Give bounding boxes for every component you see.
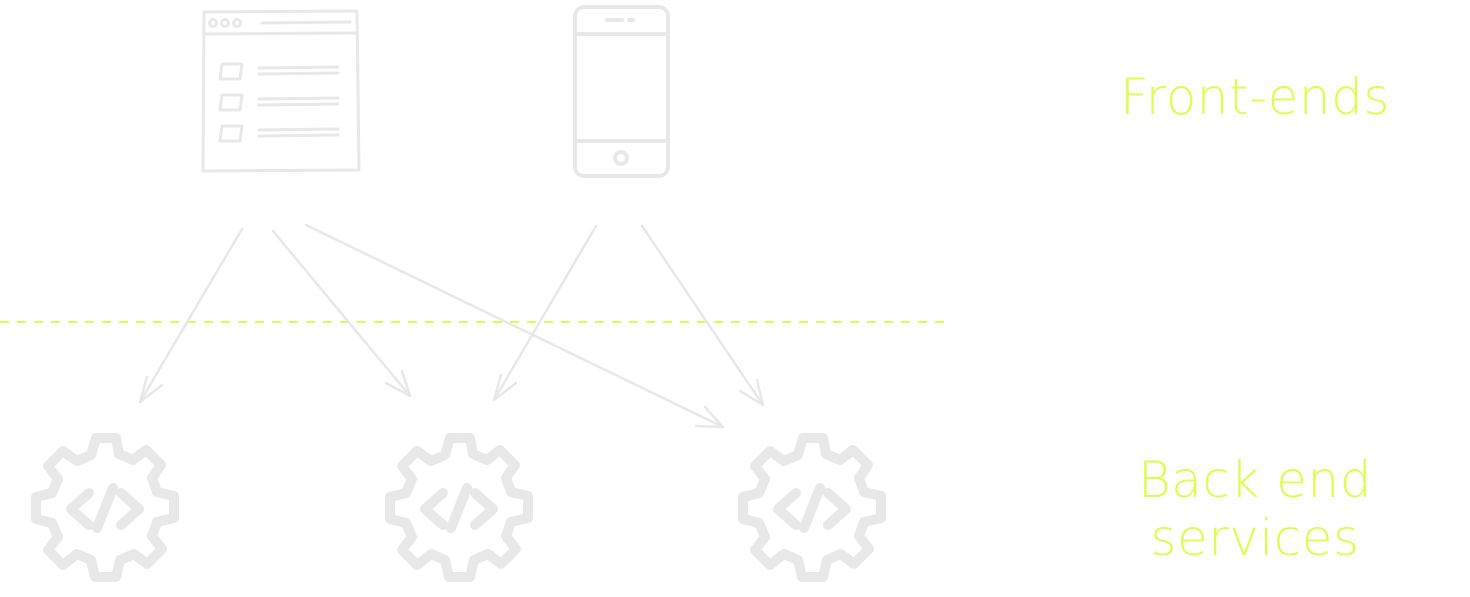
code-gear-icon <box>743 438 881 577</box>
code-gear-icon <box>36 438 174 577</box>
connection-arrows <box>138 223 765 429</box>
back-end-label-line-1: Back end <box>1138 451 1372 509</box>
arrow-web-to-service-2 <box>271 229 412 398</box>
code-gear-icon <box>390 438 528 577</box>
arrow-mobile-to-service-3 <box>640 224 765 407</box>
arrow-mobile-to-service-2 <box>492 224 598 402</box>
arrow-web-to-service-3 <box>304 223 725 429</box>
back-end-label-line-2: services <box>1150 509 1360 567</box>
arrow-web-to-service-1 <box>138 227 244 404</box>
browser-window-icon <box>201 9 361 173</box>
smartphone-icon <box>573 5 670 178</box>
back-end-services-label: Back end services <box>1060 451 1450 567</box>
front-ends-label: Front-ends <box>1120 68 1390 126</box>
